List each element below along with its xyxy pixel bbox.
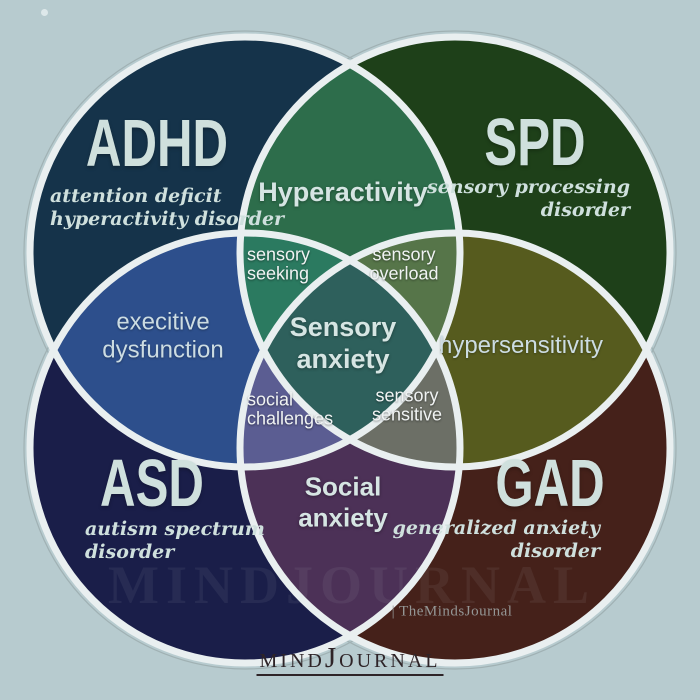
label-hypersensitivity: hypersensitivity bbox=[438, 332, 604, 360]
label-executive-dysfunction: execitive dysfunction bbox=[102, 308, 223, 363]
label-sensory-seeking: sensory seeking bbox=[247, 244, 311, 285]
label-sensory-overload-line1: sensory bbox=[372, 244, 436, 265]
label-executive-line1: execitive bbox=[116, 308, 210, 336]
subtitle-adhd-line2: hyperactivity disorder bbox=[50, 208, 285, 230]
watermark-large: MINDJOURNAL bbox=[108, 555, 596, 615]
label-sensory-sensitive-line2: sensitive bbox=[371, 405, 443, 425]
subtitle-gad-line1: generalized anxiety bbox=[392, 516, 600, 539]
label-sensory-anxiety-line2: anxiety bbox=[296, 344, 390, 374]
subtitle-adhd-line1: attention deficit bbox=[50, 184, 222, 207]
label-sensory-anxiety-line1: Sensory bbox=[289, 312, 397, 343]
subtitle-gad: generalized anxiety disorder bbox=[393, 517, 600, 563]
credit-watermark: | TheMindsJournal bbox=[391, 603, 513, 620]
label-social-challenges-line1: social bbox=[247, 389, 294, 410]
subtitle-spd: sensory processing disorder bbox=[427, 176, 630, 222]
label-social-anxiety-line2: anxiety bbox=[298, 502, 388, 532]
label-sensory-seeking-line2: seeking bbox=[247, 264, 310, 284]
label-social-anxiety-line1: Social bbox=[304, 471, 382, 502]
title-adhd: ADHD bbox=[85, 105, 229, 181]
subtitle-spd-line1: sensory processing bbox=[427, 175, 630, 198]
label-sensory-sensitive-line1: sensory bbox=[375, 385, 439, 406]
logo-mind: MIND bbox=[259, 650, 325, 672]
subtitle-adhd: attention deficit hyperactivity disorder bbox=[50, 185, 284, 231]
title-gad: GAD bbox=[495, 445, 605, 521]
subtitle-asd-line2: disorder bbox=[85, 541, 175, 563]
label-sensory-overload-line2: overload bbox=[369, 264, 439, 284]
subtitle-asd: autism spectrum disorder bbox=[85, 518, 265, 564]
label-hyperactivity: Hyperactivity bbox=[258, 177, 428, 208]
label-executive-line2: dysfunction bbox=[102, 336, 224, 363]
title-spd: SPD bbox=[484, 104, 586, 180]
subtitle-spd-line2: disorder bbox=[540, 199, 630, 221]
label-sensory-anxiety: Sensory anxiety bbox=[290, 312, 397, 376]
dust-speck bbox=[41, 9, 48, 16]
title-asd: ASD bbox=[100, 445, 204, 521]
label-sensory-seeking-line1: sensory bbox=[247, 244, 311, 265]
logo-ournal: OURNAL bbox=[339, 650, 441, 672]
circle-outlines bbox=[26, 33, 674, 667]
label-sensory-sensitive: sensory sensitive bbox=[371, 385, 443, 426]
logo-j: J bbox=[324, 642, 340, 674]
subtitle-gad-line2: disorder bbox=[510, 540, 600, 562]
subtitle-asd-line1: autism spectrum bbox=[85, 517, 265, 540]
label-sensory-overload: sensory overload bbox=[369, 244, 439, 285]
label-social-challenges-line2: challenges bbox=[247, 409, 334, 429]
label-social-anxiety: Social anxiety bbox=[298, 471, 388, 532]
label-social-challenges: social challenges bbox=[247, 389, 334, 430]
mindjournal-logo: MINDJOURNAL bbox=[256, 642, 444, 676]
